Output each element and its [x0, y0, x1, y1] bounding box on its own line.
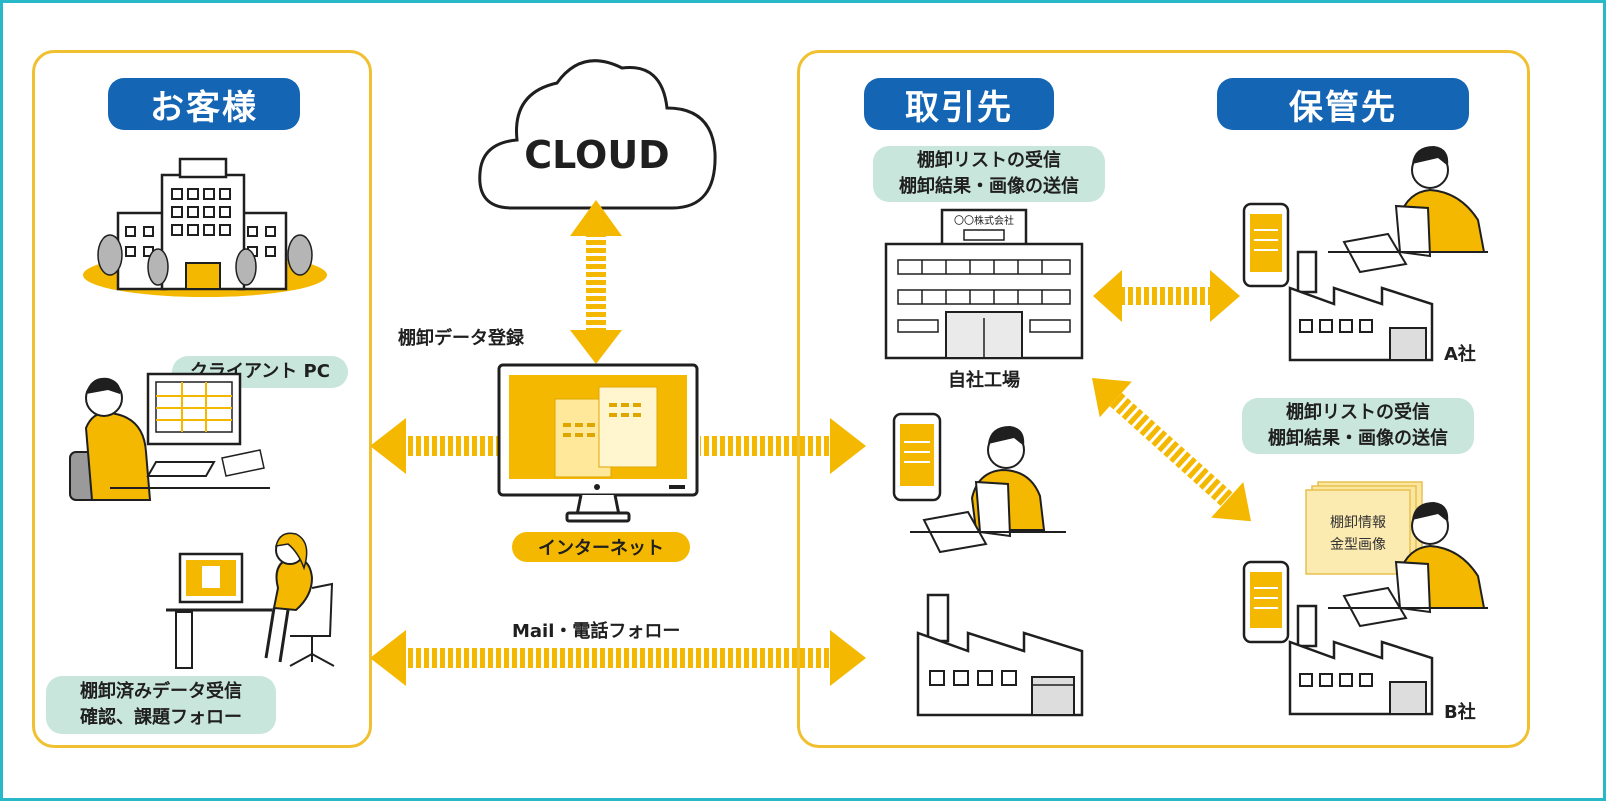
cloud-icon: CLOUD [478, 59, 717, 210]
storage-note-line-1: 棚卸リストの受信 [1286, 402, 1430, 423]
internet-right-arrow [700, 418, 866, 474]
customer-note-line-1: 棚卸済みデータ受信 [80, 681, 242, 702]
document-text: 棚卸情報 金型画像 [1306, 512, 1410, 556]
factory-a-arrow [1093, 270, 1240, 322]
cloud-label: CLOUD [524, 133, 669, 177]
storage-b-person-icon [1242, 502, 1488, 644]
company-b-label: B社 [1444, 702, 1476, 723]
customer-note-line-2: 確認、課題フォロー [80, 707, 242, 728]
mail-arrow [370, 630, 866, 686]
internet-left-arrow [370, 418, 498, 474]
mail-label: Mail・電話フォロー [512, 621, 681, 642]
factory-label: 自社工場 [948, 370, 1020, 391]
partner-note: 棚卸リストの受信 棚卸結果・画像の送信 [873, 146, 1105, 202]
partner-person-icon [892, 412, 1066, 554]
partner-note-line-2: 棚卸結果・画像の送信 [899, 176, 1079, 197]
customer-note: 棚卸済みデータ受信 確認、課題フォロー [46, 676, 276, 734]
client-person-icon [69, 372, 270, 501]
storage-note-line-2: 棚卸結果・画像の送信 [1268, 428, 1448, 449]
partner-building-icon: 〇〇株式会社 [884, 208, 1084, 360]
customer-title: お客様 [108, 78, 300, 130]
building-sign-text: 〇〇株式会社 [954, 214, 1014, 227]
factory-b-arrow [1092, 378, 1252, 522]
internet-label: インターネット [512, 532, 690, 562]
storage-note: 棚卸リストの受信 棚卸結果・画像の送信 [1242, 398, 1474, 454]
company-a-label: A社 [1444, 344, 1476, 365]
storage-b-factory-icon [1288, 604, 1434, 716]
internet-monitor-icon [497, 363, 699, 523]
document-line-1: 棚卸情報 [1330, 515, 1386, 531]
cloud-arrow [570, 200, 622, 364]
register-label: 棚卸データ登録 [398, 328, 524, 349]
storage-title: 保管先 [1217, 78, 1469, 130]
partner-factory-icon [916, 593, 1084, 717]
woman-desk-icon [166, 532, 335, 669]
storage-a-factory-icon [1288, 250, 1434, 362]
partner-title: 取引先 [864, 78, 1054, 130]
partner-note-line-1: 棚卸リストの受信 [917, 150, 1061, 171]
customer-building-icon [83, 157, 327, 297]
document-line-2: 金型画像 [1330, 537, 1386, 553]
storage-a-person-icon [1242, 146, 1488, 288]
